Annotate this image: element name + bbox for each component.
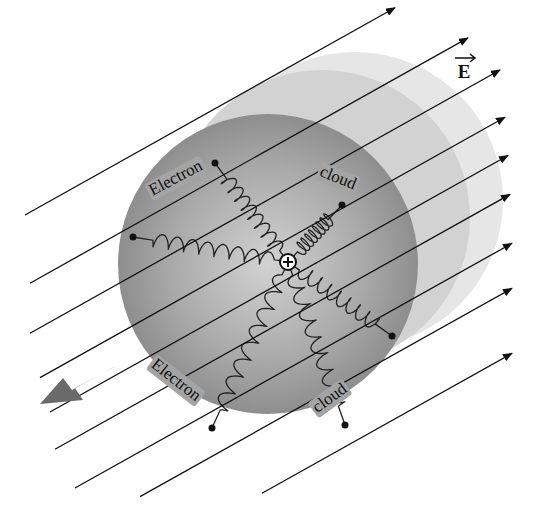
electron-dot <box>130 234 137 241</box>
electron-dot <box>389 333 396 340</box>
electron-dot <box>342 422 349 429</box>
electron-dot <box>212 160 219 167</box>
field-line <box>30 38 468 283</box>
field-line <box>262 353 512 493</box>
displacement-arrow <box>40 366 116 404</box>
vector-arrow <box>455 54 475 62</box>
spring <box>215 163 283 256</box>
field-line <box>30 70 500 333</box>
field-line <box>55 194 510 449</box>
field-line <box>140 288 512 496</box>
electron-cloud <box>118 114 418 414</box>
field-line <box>75 243 512 488</box>
field-line <box>40 117 505 377</box>
electron-dot <box>209 425 216 432</box>
field-line <box>25 8 395 215</box>
spring <box>133 235 280 265</box>
field-lines <box>25 8 512 497</box>
nucleus <box>280 254 296 270</box>
field-symbol: E <box>456 62 473 83</box>
spring <box>212 269 285 428</box>
